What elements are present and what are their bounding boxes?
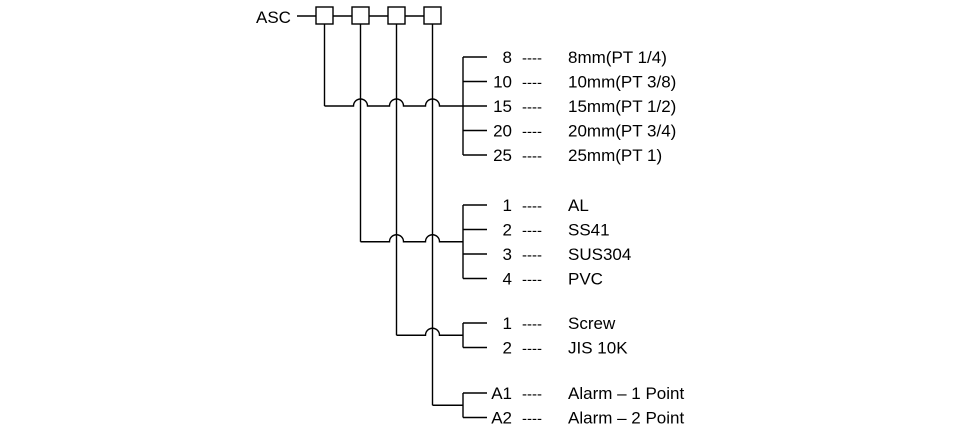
option-code: 4: [503, 270, 512, 289]
option-separator: ----: [522, 124, 542, 141]
option-description: AL: [568, 196, 589, 215]
code-slot-boxes: [315, 6, 442, 25]
option-separator: ----: [522, 386, 542, 403]
option-separator: ----: [522, 316, 542, 333]
option-description: JIS 10K: [568, 339, 628, 358]
option-separator: ----: [522, 341, 542, 358]
option-code: 15: [493, 97, 512, 116]
option-labels: 8 ---- 8mm(PT 1/4) 10 ---- 10mm(PT 3/8) 15 ----…: [491, 48, 684, 428]
slot-branch-line: [360, 234, 463, 243]
option-code: A2: [491, 409, 512, 428]
option-code: 8: [503, 48, 512, 67]
option-description: PVC: [568, 270, 603, 289]
code-slot-box: [423, 6, 442, 25]
option-separator: ----: [522, 411, 542, 428]
option-description: Alarm – 1 Point: [568, 384, 684, 403]
option-separator: ----: [522, 272, 542, 289]
option-separator: ----: [522, 247, 542, 264]
option-separator: ----: [522, 75, 542, 92]
option-code: A1: [491, 384, 512, 403]
option-code: 2: [503, 339, 512, 358]
option-code: 3: [503, 245, 512, 264]
option-separator: ----: [522, 50, 542, 67]
option-separator: ----: [522, 99, 542, 116]
option-code: 10: [493, 73, 512, 92]
option-code: 1: [503, 196, 512, 215]
connector-lines: [297, 15, 487, 419]
code-slot-box: [351, 6, 370, 25]
option-description: 8mm(PT 1/4): [568, 48, 667, 67]
slot-branch-line: [324, 98, 463, 107]
option-description: 15mm(PT 1/2): [568, 97, 676, 116]
code-slot-box: [387, 6, 406, 25]
option-description: Alarm – 2 Point: [568, 409, 684, 428]
option-separator: ----: [522, 198, 542, 215]
slot-branch-line: [396, 327, 463, 336]
option-code: 1: [503, 314, 512, 333]
option-description: Screw: [568, 314, 616, 333]
model-prefix-label: ASC: [256, 8, 291, 27]
option-description: 10mm(PT 3/8): [568, 73, 676, 92]
option-separator: ----: [522, 148, 542, 165]
option-description: SS41: [568, 221, 610, 240]
code-slot-box: [315, 6, 334, 25]
option-description: SUS304: [568, 245, 631, 264]
option-description: 25mm(PT 1): [568, 146, 662, 165]
option-code: 25: [493, 146, 512, 165]
option-code: 20: [493, 122, 512, 141]
option-code: 2: [503, 221, 512, 240]
option-description: 20mm(PT 3/4): [568, 122, 676, 141]
option-separator: ----: [522, 223, 542, 240]
